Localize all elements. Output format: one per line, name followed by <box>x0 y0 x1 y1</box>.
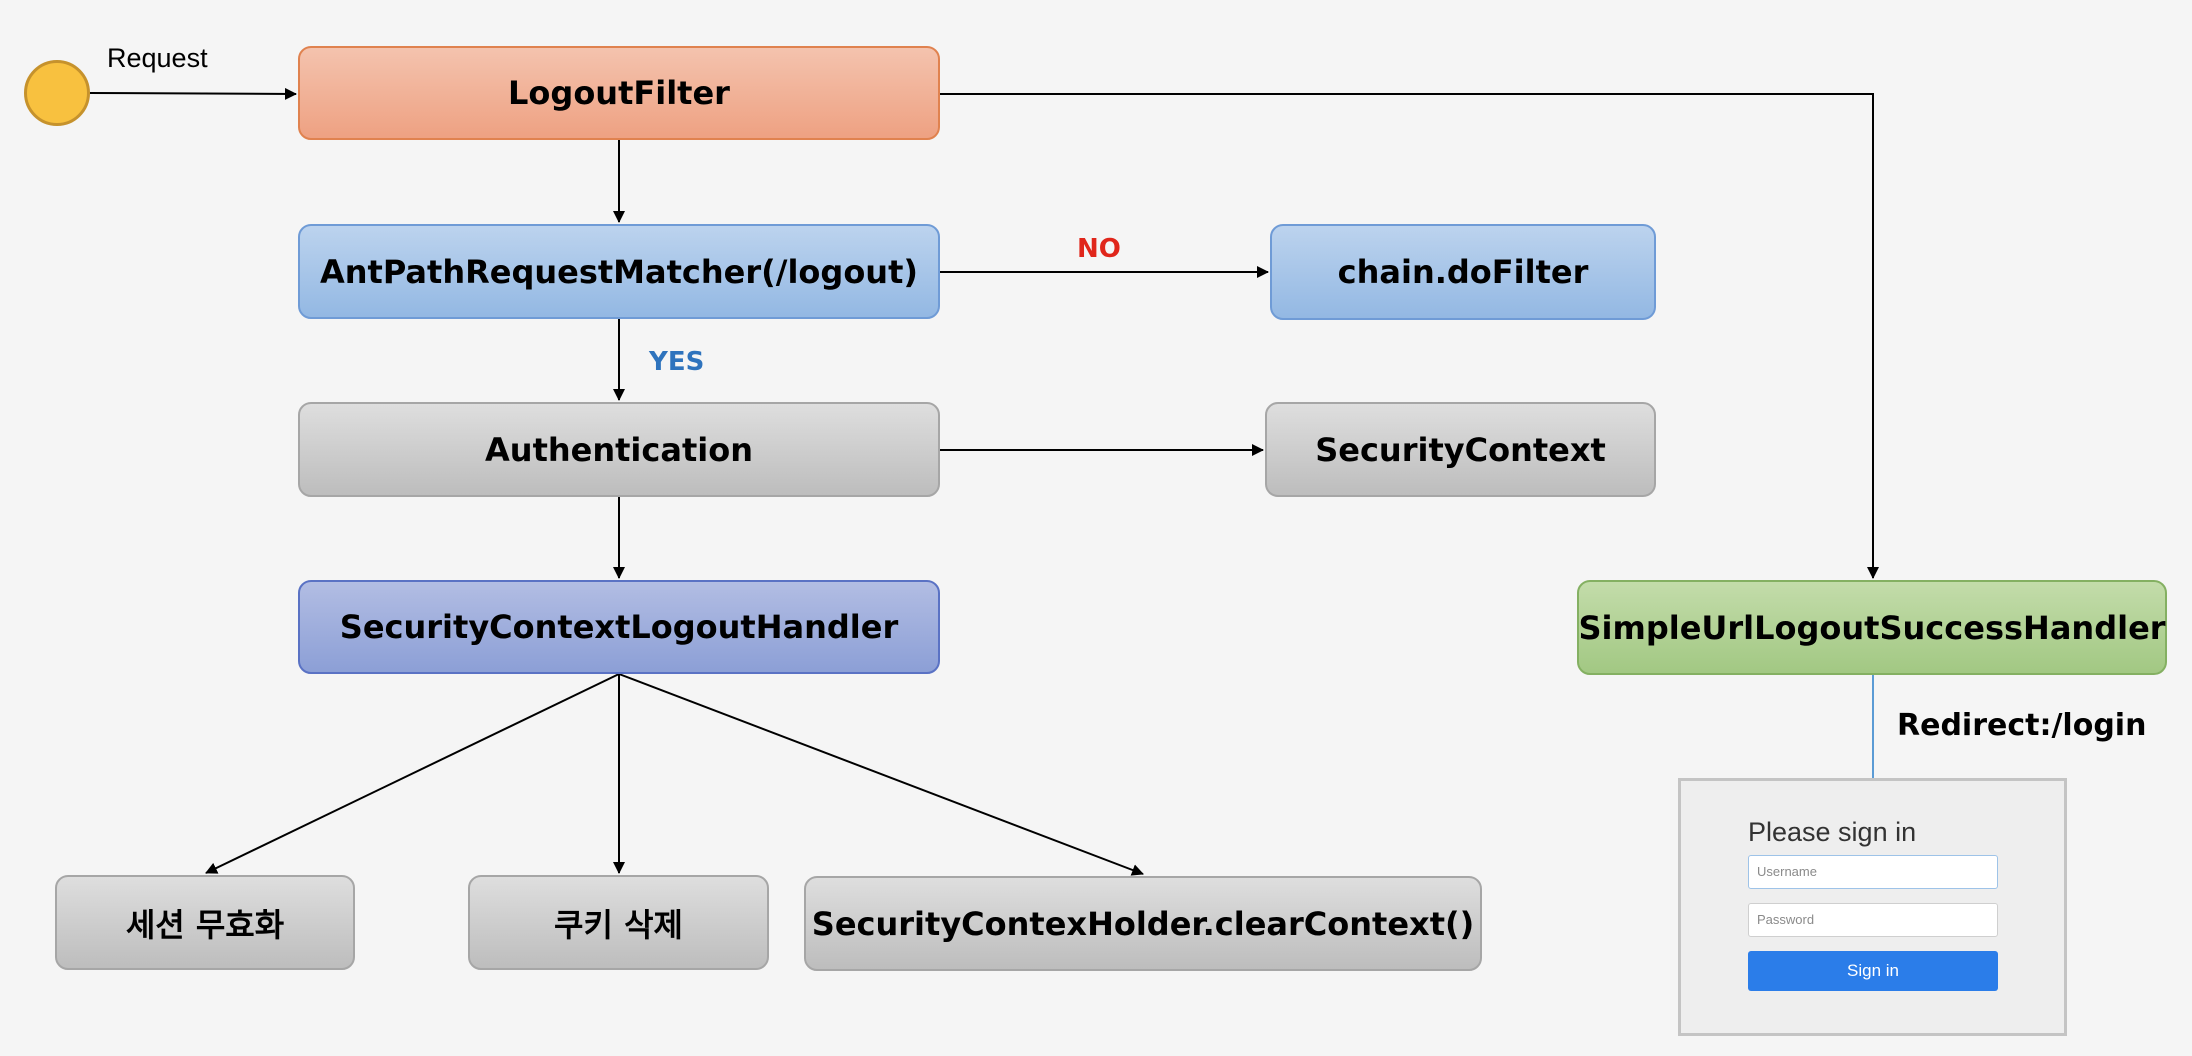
edge-handler-to-session <box>205 673 620 874</box>
security-context-node: SecurityContext <box>1265 402 1656 497</box>
yes-label: YES <box>649 347 705 377</box>
success-handler-node: SimpleUrlLogoutSuccessHandler <box>1577 580 2167 675</box>
chain-do-filter-node: chain.doFilter <box>1270 224 1656 320</box>
request-label: Request <box>107 43 208 73</box>
edge-request-to-logout-filter <box>89 87 297 100</box>
username-field[interactable]: Username <box>1748 855 1998 889</box>
sign-in-button[interactable]: Sign in <box>1748 951 1998 991</box>
clear-context-node: SecurityContexHolder.clearContext() <box>804 876 1482 971</box>
logout-filter-node: LogoutFilter <box>298 46 940 140</box>
authentication-node: Authentication <box>298 402 940 497</box>
redirect-label: Redirect:/login <box>1897 708 2147 743</box>
password-field[interactable]: Password <box>1748 903 1998 937</box>
ant-path-matcher-node: AntPathRequestMatcher(/logout) <box>298 224 940 319</box>
edge-logout-filter-to-success <box>940 93 1879 579</box>
login-title: Please sign in <box>1748 817 1917 847</box>
login-page-preview: Please sign in Username Password Sign in <box>1678 778 2067 1036</box>
start-circle <box>24 60 90 126</box>
logout-handler-node: SecurityContextLogoutHandler <box>298 580 940 674</box>
no-label: NO <box>1077 234 1121 264</box>
invalidate-session-node: 세션 무효화 <box>55 875 355 970</box>
delete-cookie-node: 쿠키 삭제 <box>468 875 769 970</box>
edge-handler-to-clear <box>618 673 1144 876</box>
